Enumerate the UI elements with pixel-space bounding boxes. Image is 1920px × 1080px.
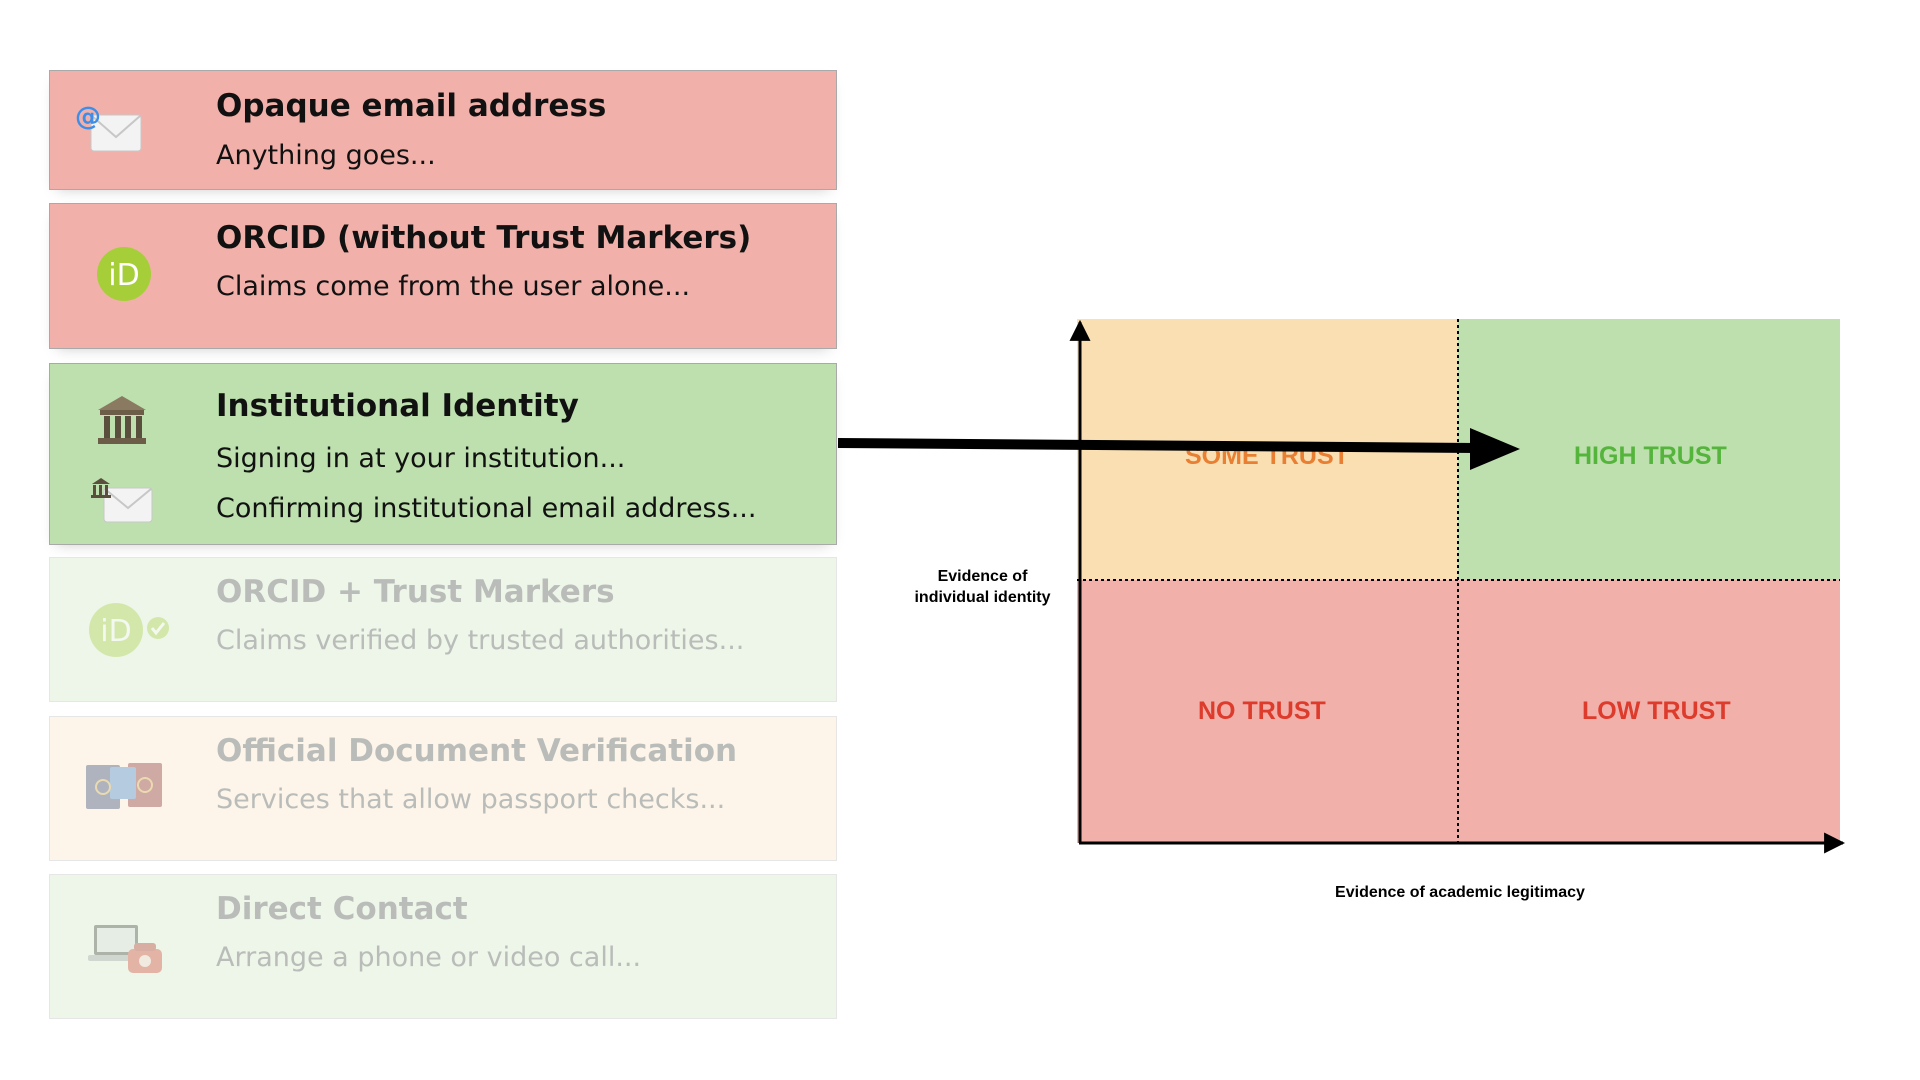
card-orcid: iD ORCID (without Trust Markers) Claims … [49, 203, 837, 349]
at-email-icon: @ [75, 101, 145, 161]
orcid-verified-icon: iD [86, 600, 176, 660]
card-document-verification: Official Document Verification Services … [49, 716, 837, 861]
institution-email-icon [90, 476, 156, 526]
svg-text:@: @ [75, 102, 101, 132]
card-direct-contact: Direct Contact Arrange a phone or video … [49, 874, 837, 1019]
passports-icon [84, 761, 166, 811]
svg-text:iD: iD [100, 614, 131, 649]
card-title: Institutional Identity [216, 388, 579, 424]
card-description: Services that allow passport checks... [216, 784, 726, 815]
card-description: Claims verified by trusted authorities..… [216, 625, 745, 656]
card-description: Confirming institutional email address..… [216, 493, 757, 524]
card-description: Signing in at your institution... [216, 443, 626, 474]
card-title: ORCID + Trust Markers [216, 574, 615, 610]
svg-text:iD: iD [108, 258, 139, 293]
card-description: Arrange a phone or video call... [216, 942, 642, 973]
card-title: Opaque email address [216, 88, 607, 124]
x-axis-label: Evidence of academic legitimacy [1335, 884, 1585, 901]
card-description: Claims come from the user alone... [216, 271, 691, 302]
orcid-icon: iD [96, 246, 152, 302]
quadrant-high-trust [1458, 319, 1840, 580]
label-low-trust: LOW TRUST [1582, 697, 1731, 725]
label-some-trust: SOME TRUST [1185, 442, 1349, 470]
label-high-trust: HIGH TRUST [1574, 442, 1727, 470]
quadrant-low-trust [1458, 580, 1840, 843]
y-axis-label-line1: Evidence of [937, 568, 1028, 585]
card-title: ORCID (without Trust Markers) [216, 220, 752, 256]
y-axis-label-line2: individual identity [914, 589, 1051, 606]
card-description: Anything goes... [216, 140, 436, 171]
card-institutional-identity: Institutional Identity Signing in at you… [49, 363, 837, 545]
card-opaque-email: @ Opaque email address Anything goes... [49, 70, 837, 190]
card-title: Direct Contact [216, 891, 468, 927]
card-orcid-trust-markers: iD ORCID + Trust Markers Claims verified… [49, 557, 837, 702]
card-title: Official Document Verification [216, 733, 738, 769]
institution-icon [94, 392, 150, 448]
label-no-trust: NO TRUST [1198, 697, 1326, 725]
laptop-phone-icon [88, 919, 168, 975]
quadrant-no-trust [1077, 580, 1458, 843]
y-axis-label: Evidence of individual identity [900, 566, 1065, 608]
